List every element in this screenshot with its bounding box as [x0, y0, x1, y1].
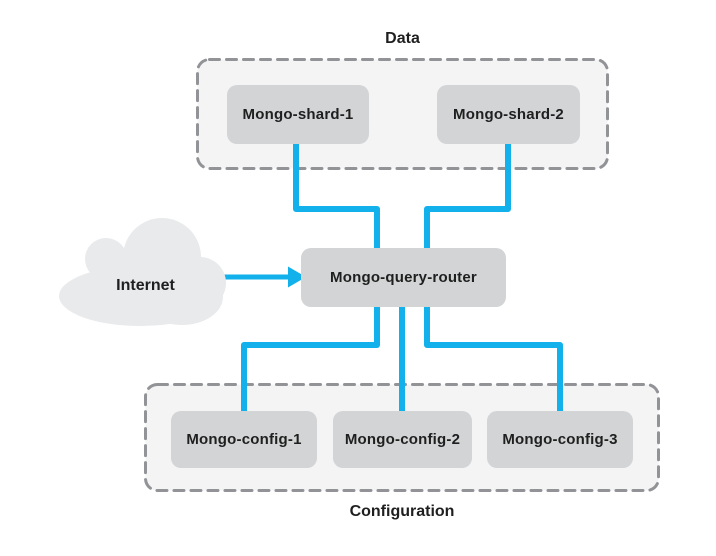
connector-shard2-router [424, 144, 511, 250]
configuration-group-title: Configuration [349, 503, 455, 520]
cloud-icon [59, 218, 226, 326]
node-mongo-config-3: Mongo-config-3 [487, 411, 633, 468]
node-mongo-config-1: Mongo-config-1 [171, 411, 317, 468]
arrow-right-icon [288, 266, 306, 288]
node-mongo-shard-1: Mongo-shard-1 [227, 85, 369, 144]
connector-shard1-router [293, 144, 380, 250]
connector-router-config1 [241, 306, 380, 412]
internet-label: Internet [116, 277, 175, 294]
node-mongo-query-router: Mongo-query-router [301, 248, 506, 307]
node-mongo-shard-2: Mongo-shard-2 [437, 85, 580, 144]
node-mongo-config-2: Mongo-config-2 [333, 411, 472, 468]
data-group-title: Data [385, 30, 420, 47]
connector-router-config3 [424, 306, 563, 412]
